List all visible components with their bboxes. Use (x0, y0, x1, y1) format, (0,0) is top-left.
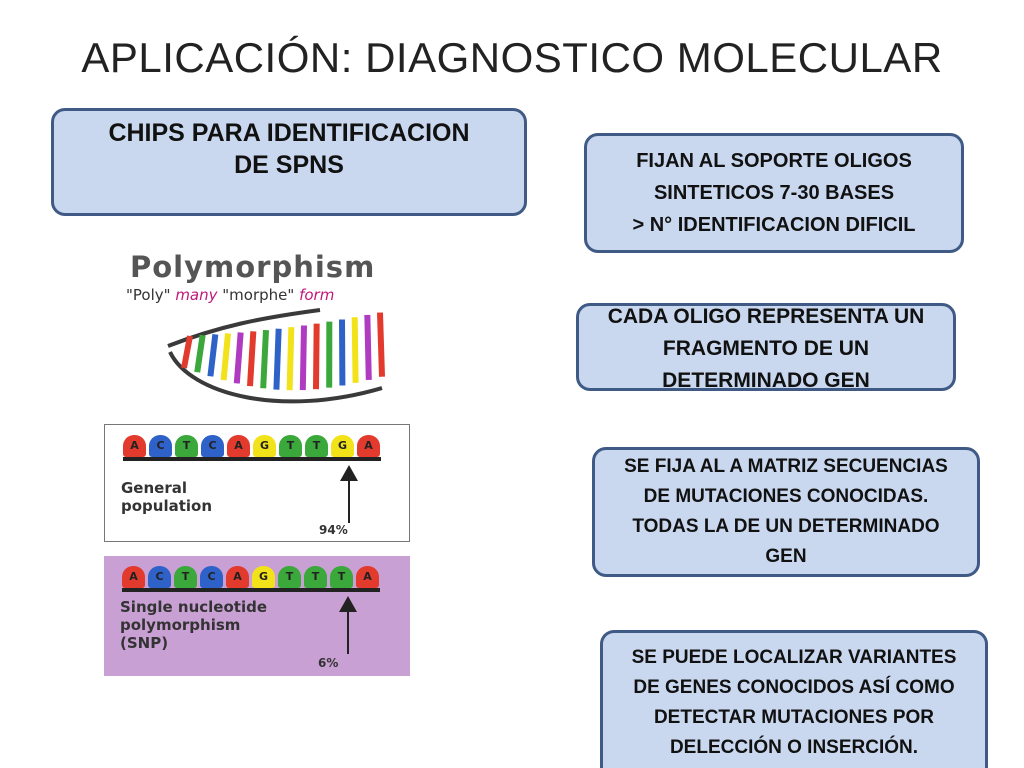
se-puede-box: SE PUEDE LOCALIZAR VARIANTES DE GENES CO… (600, 630, 988, 768)
polymorphism-title: Polymorphism (130, 250, 376, 284)
helix-rung (247, 331, 257, 387)
helix-rung (260, 329, 269, 389)
nucleotide-a: A (226, 566, 249, 588)
se-fija-box: SE FIJA AL A MATRIZ SECUENCIAS DE MUTACI… (592, 447, 980, 577)
helix-rung (377, 312, 385, 377)
helix-rung (181, 335, 193, 369)
nucleotide-t: T (175, 435, 198, 457)
fijan-box: FIJAN AL SOPORTE OLIGOS SINTETICOS 7-30 … (584, 133, 964, 253)
helix-rung (233, 332, 244, 384)
nucleotide-a: A (357, 435, 380, 457)
nucleotide-c: C (201, 435, 224, 457)
up-arrow-icon (340, 465, 358, 523)
se-fija-box-text: SE FIJA AL A MATRIZ SECUENCIAS DE MUTACI… (624, 456, 948, 567)
cada-oligo-box: CADA OLIGO REPRESENTA UN FRAGMENTO DE UN… (576, 303, 956, 391)
nucleotide-c: C (149, 435, 172, 457)
chips-box-text: CHIPS PARA IDENTIFICACION DE SPNS (108, 119, 470, 179)
nucleotide-a: A (356, 566, 379, 588)
polymorphism-subtitle: "Poly" many "morphe" form (126, 286, 334, 304)
snp-label: Single nucleotide polymorphism (SNP) (120, 598, 267, 652)
nucleotide-t: T (305, 435, 328, 457)
helix-backbone-lower (168, 351, 383, 404)
polymorphism-figure: Polymorphism "Poly" many "morphe" form A… (100, 240, 420, 680)
subtitle-morphe: "morphe" (222, 286, 295, 304)
up-arrow-icon (339, 596, 357, 654)
nucleotide-c: C (148, 566, 171, 588)
helix-rung (286, 327, 295, 391)
general-percent: 94% (319, 523, 348, 537)
helix-rung (220, 333, 231, 381)
helix-backbone-upper (167, 308, 321, 348)
helix-rung (194, 334, 206, 373)
nucleotide-g: G (331, 435, 354, 457)
helix-rung (207, 334, 219, 377)
chips-box: CHIPS PARA IDENTIFICACION DE SPNS (51, 108, 527, 216)
nucleotide-t: T (278, 566, 301, 588)
cada-oligo-box-text: CADA OLIGO REPRESENTA UN FRAGMENTO DE UN… (607, 305, 925, 391)
fijan-box-text: FIJAN AL SOPORTE OLIGOS SINTETICOS 7-30 … (632, 150, 916, 236)
nucleotide-t: T (174, 566, 197, 588)
nucleotide-g: G (253, 435, 276, 457)
subtitle-many: many (175, 286, 218, 304)
nucleotide-a: A (122, 566, 145, 588)
helix-rung (313, 323, 320, 390)
nucleotide-c: C (200, 566, 223, 588)
slide-title: APLICACIÓN: DIAGNOSTICO MOLECULAR (81, 34, 943, 81)
helix-rung (299, 325, 307, 391)
nucleotide-t: T (304, 566, 327, 588)
subtitle-poly: "Poly" (126, 286, 171, 304)
nucleotide-g: G (252, 566, 275, 588)
se-puede-box-text: SE PUEDE LOCALIZAR VARIANTES DE GENES CO… (631, 647, 957, 758)
helix-rung (351, 317, 359, 383)
snp-percent: 6% (318, 656, 339, 670)
general-population-label: General population (121, 479, 213, 515)
nucleotide-t: T (330, 566, 353, 588)
nucleotide-a: A (227, 435, 250, 457)
nucleotide-a: A (123, 435, 146, 457)
helix-rung (364, 314, 372, 380)
helix-rung (273, 328, 282, 390)
nucleotide-t: T (279, 435, 302, 457)
dna-helix-illustration (167, 308, 385, 404)
subtitle-form: form (299, 286, 335, 304)
